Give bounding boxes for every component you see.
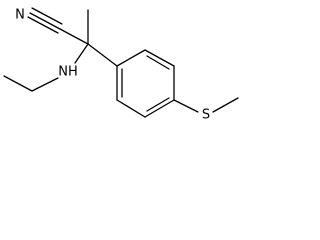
bond-ring-to-sulfur — [173, 99, 199, 113]
bond-nitrile-triple-1 — [29, 12, 61, 30]
nitrile-nitrogen-label: N — [15, 8, 25, 23]
ring-bond-2 — [144, 49, 175, 67]
ring-bond-1 — [116, 49, 146, 67]
ring-bond-4 — [144, 99, 175, 118]
bond-quaternary-to-nitrile-carbon — [59, 28, 89, 45]
amine-nh-label: NH — [58, 65, 78, 80]
bond-quaternary-to-phenyl — [87, 43, 118, 67]
bond-nitrile-triple-2 — [31, 7, 63, 25]
ring-double-bond-bottom — [146, 97, 170, 112]
ring-double-bond-top — [146, 55, 170, 70]
bond-ethyl — [3, 75, 33, 92]
molecule-structure: N NH S — [3, 7, 239, 123]
bond-sulfur-to-methyl — [212, 97, 239, 113]
bond-nitrile-triple-3 — [27, 16, 59, 34]
bond-quaternary-to-amine — [74, 43, 89, 64]
sulfur-label: S — [202, 108, 210, 123]
ring-bond-5 — [116, 99, 146, 118]
bond-amine-to-ethyl — [31, 77, 59, 92]
